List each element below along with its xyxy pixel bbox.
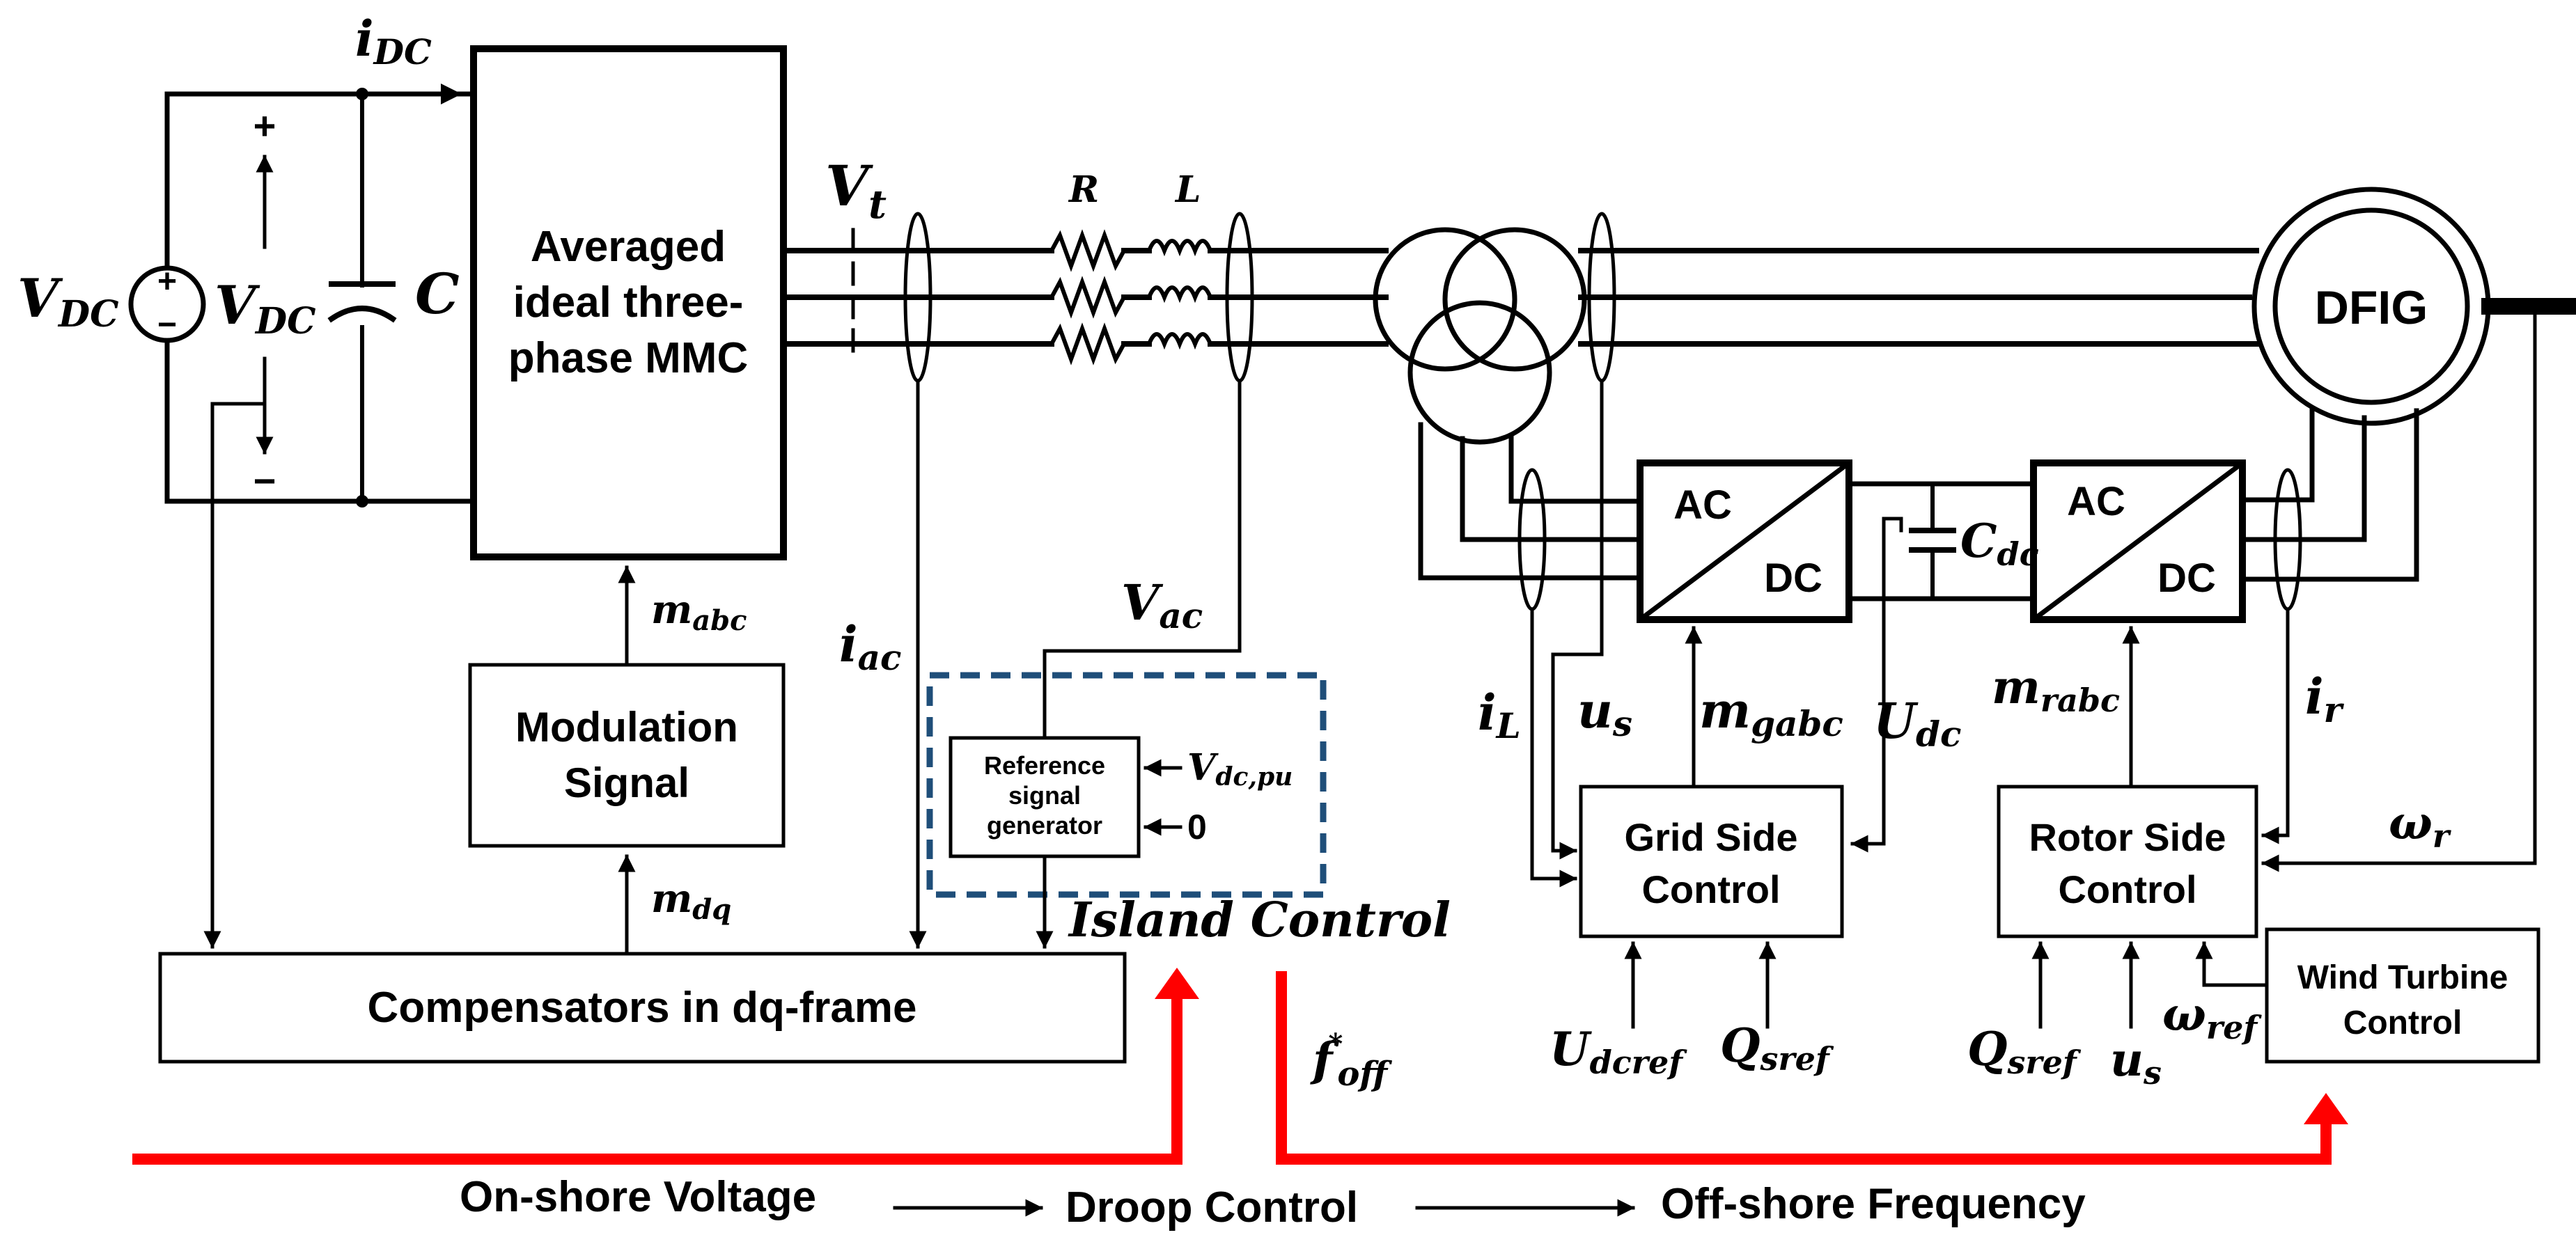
svg-text:Reference: Reference (984, 751, 1105, 780)
svg-text:Signal: Signal (564, 760, 689, 806)
droop-signal-path (132, 968, 2348, 1165)
grid-side-converter: AC DC (1637, 459, 1852, 623)
svg-text:ideal three-: ideal three- (513, 278, 744, 326)
i-r-label: ir (2305, 668, 2345, 730)
i-l-label: iL (1478, 684, 1521, 746)
v-dc-source-label: VDC (17, 267, 118, 336)
reference-signal-generator: Reference signal generator (949, 736, 1141, 858)
source-plus: + (157, 263, 177, 300)
svg-text:DC: DC (1764, 556, 1822, 601)
inductor-label: L (1174, 168, 1201, 211)
m-gabc-label: mgabc (1699, 682, 1843, 744)
dfig-machine: DFIG (2251, 187, 2576, 426)
dc-side-circuit: + − + − (128, 84, 476, 508)
svg-text:Control: Control (2058, 867, 2196, 911)
capacitor-label: C (415, 261, 460, 326)
vdc-plus-sign: + (253, 104, 276, 148)
omega-r-label: ωr (2389, 796, 2452, 855)
u-dc-label: Udc (1873, 692, 1961, 755)
u-s-label: us (1577, 682, 1632, 744)
onshore-voltage-label: On-shore Voltage (460, 1173, 816, 1221)
zero-input-label: 0 (1187, 808, 1207, 847)
modulation-signal-block: Modulation Signal (468, 663, 786, 848)
svg-text:Control: Control (1641, 867, 1780, 911)
svg-text:Wind Turbine: Wind Turbine (2297, 959, 2508, 996)
island-control-box (926, 672, 1327, 898)
omega-ref-label: ωref (2162, 987, 2262, 1046)
dfig-label: DFIG (2315, 281, 2428, 334)
svg-text:Averaged: Averaged (531, 223, 726, 271)
svg-text:AC: AC (2067, 479, 2125, 524)
offshore-frequency-label: Off-shore Frequency (1661, 1180, 2086, 1228)
wind-turbine-control-block: Wind Turbine Control (2265, 927, 2540, 1064)
dc-link (1846, 481, 2036, 846)
three-winding-transformer (1373, 227, 1587, 445)
u-dcref-label: Udcref (1549, 1022, 1687, 1081)
i-dc-label: iDC (355, 10, 432, 72)
control-flow-legend: On-shore Voltage Droop Control Off-shore… (460, 1173, 2086, 1232)
source-minus: − (157, 306, 177, 343)
droop-control-label: Droop Control (1065, 1183, 1358, 1232)
i-ac-label: iac (839, 615, 901, 678)
svg-text:phase MMC: phase MMC (508, 334, 748, 382)
svg-text:DC: DC (2157, 556, 2216, 601)
m-abc-label: mabc (651, 587, 747, 637)
c-dc-label: Cdc (1960, 514, 2039, 573)
svg-text:Control: Control (2343, 1005, 2462, 1041)
q-sref-rotor-label: Qsref (1967, 1022, 2082, 1081)
rotor-side-control-block: Rotor Side Control (1997, 785, 2258, 938)
v-ac-label: Vac (1121, 574, 1203, 636)
vdc-pu-label: Vdc,pu (1187, 746, 1293, 792)
m-dq-label: mdq (651, 876, 731, 926)
stator-lines (1578, 212, 2259, 383)
svg-text:Compensators in dq-frame: Compensators in dq-frame (368, 984, 917, 1032)
u-s-rotor-label: us (2110, 1032, 2162, 1092)
resistor-label: R (1068, 168, 1099, 211)
vdc-minus-sign: − (253, 459, 276, 503)
grid-side-control-block: Grid Side Control (1579, 785, 1844, 938)
q-sref-grid-label: Qsref (1720, 1018, 1834, 1078)
svg-text:AC: AC (1673, 482, 1732, 528)
vt-label: Vt (825, 153, 887, 228)
f-off-label: f*off (1310, 1028, 1392, 1094)
transformer-to-converter-lines (1418, 422, 1643, 611)
three-phase-ac-lines (781, 212, 1389, 383)
v-dc-voltage-label: VDC (214, 274, 315, 343)
rotor-side-converter: AC DC (2030, 459, 2246, 623)
svg-text:Rotor Side: Rotor Side (2029, 815, 2226, 859)
m-rabc-label: mrabc (1992, 660, 2120, 719)
svg-text:generator: generator (987, 811, 1102, 840)
svg-text:Grid Side: Grid Side (1625, 815, 1798, 859)
compensators-block: Compensators in dq-frame (158, 952, 1127, 1064)
dc-voltage-source (128, 265, 206, 343)
rotor-lines (2236, 408, 2419, 611)
island-control-label: Island Control (1068, 892, 1451, 948)
svg-text:signal: signal (1008, 781, 1081, 810)
mmc-block: Averaged ideal three- phase MMC (470, 45, 787, 560)
svg-text:Modulation: Modulation (515, 704, 738, 750)
